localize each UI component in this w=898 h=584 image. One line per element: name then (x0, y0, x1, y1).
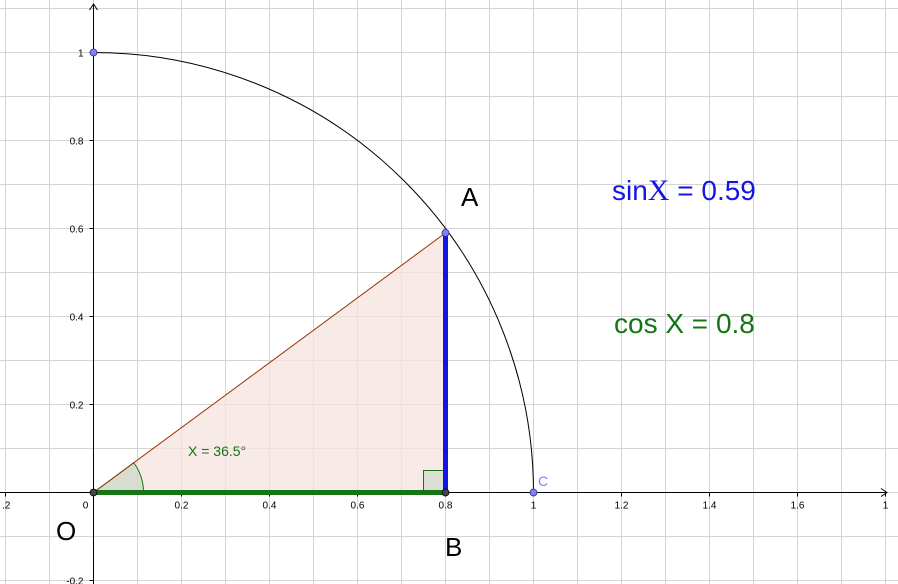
point-top[interactable] (89, 48, 98, 57)
x-tick-label: 0.2 (175, 501, 189, 512)
right-angle-marker (423, 470, 446, 493)
label-o: O (56, 516, 76, 546)
x-tick-label: 0 (83, 501, 89, 512)
y-tick-label: 1 (78, 49, 84, 60)
point-c[interactable] (529, 488, 538, 497)
segment-oa (93, 232, 446, 493)
x-tick-label: 1.2 (615, 501, 629, 512)
sin-formula: sinX = 0.59 (612, 174, 756, 207)
y-tick-label: 0.8 (70, 137, 84, 148)
x-tick-label: .2 (2, 501, 11, 512)
y-axis-tick-labels: 1 0.8 0.6 0.4 0.2 -0.2 (66, 49, 84, 584)
x-tick-label: 0.4 (263, 501, 277, 512)
label-a: A (461, 182, 479, 212)
label-b: B (445, 532, 462, 562)
y-tick-label: -0.2 (66, 577, 84, 584)
y-tick-label: 0.6 (70, 225, 84, 236)
x-tick-label: 1.4 (703, 501, 717, 512)
sin-prefix: sin (612, 175, 648, 206)
x-tick-label: 0.8 (439, 501, 453, 512)
x-tick-label: 1 (883, 501, 889, 512)
angle-label: X = 36.5° (188, 443, 246, 459)
x-tick-label: 1.6 (791, 501, 805, 512)
point-o[interactable] (89, 488, 98, 497)
y-tick-label: 0.4 (70, 313, 84, 324)
sin-value: = 0.59 (669, 175, 755, 206)
y-tick-label: 0.2 (70, 401, 84, 412)
x-axis-tick-labels: .2 0 0.2 0.4 0.6 0.8 1 1.2 1.4 1.6 1 (2, 501, 889, 512)
unit-circle-arc (93, 52, 534, 493)
x-tick-label: 1 (531, 501, 537, 512)
angle-x-sector (91, 462, 145, 493)
x-tick-label: 0.6 (351, 501, 365, 512)
point-b[interactable] (441, 488, 450, 497)
cos-formula: cos X = 0.8 (614, 308, 755, 339)
label-c: C (538, 473, 548, 489)
x-axis-arrow (880, 488, 888, 497)
sin-variable: X (648, 174, 670, 207)
y-axis-arrow (89, 3, 98, 11)
point-a[interactable] (441, 228, 450, 237)
